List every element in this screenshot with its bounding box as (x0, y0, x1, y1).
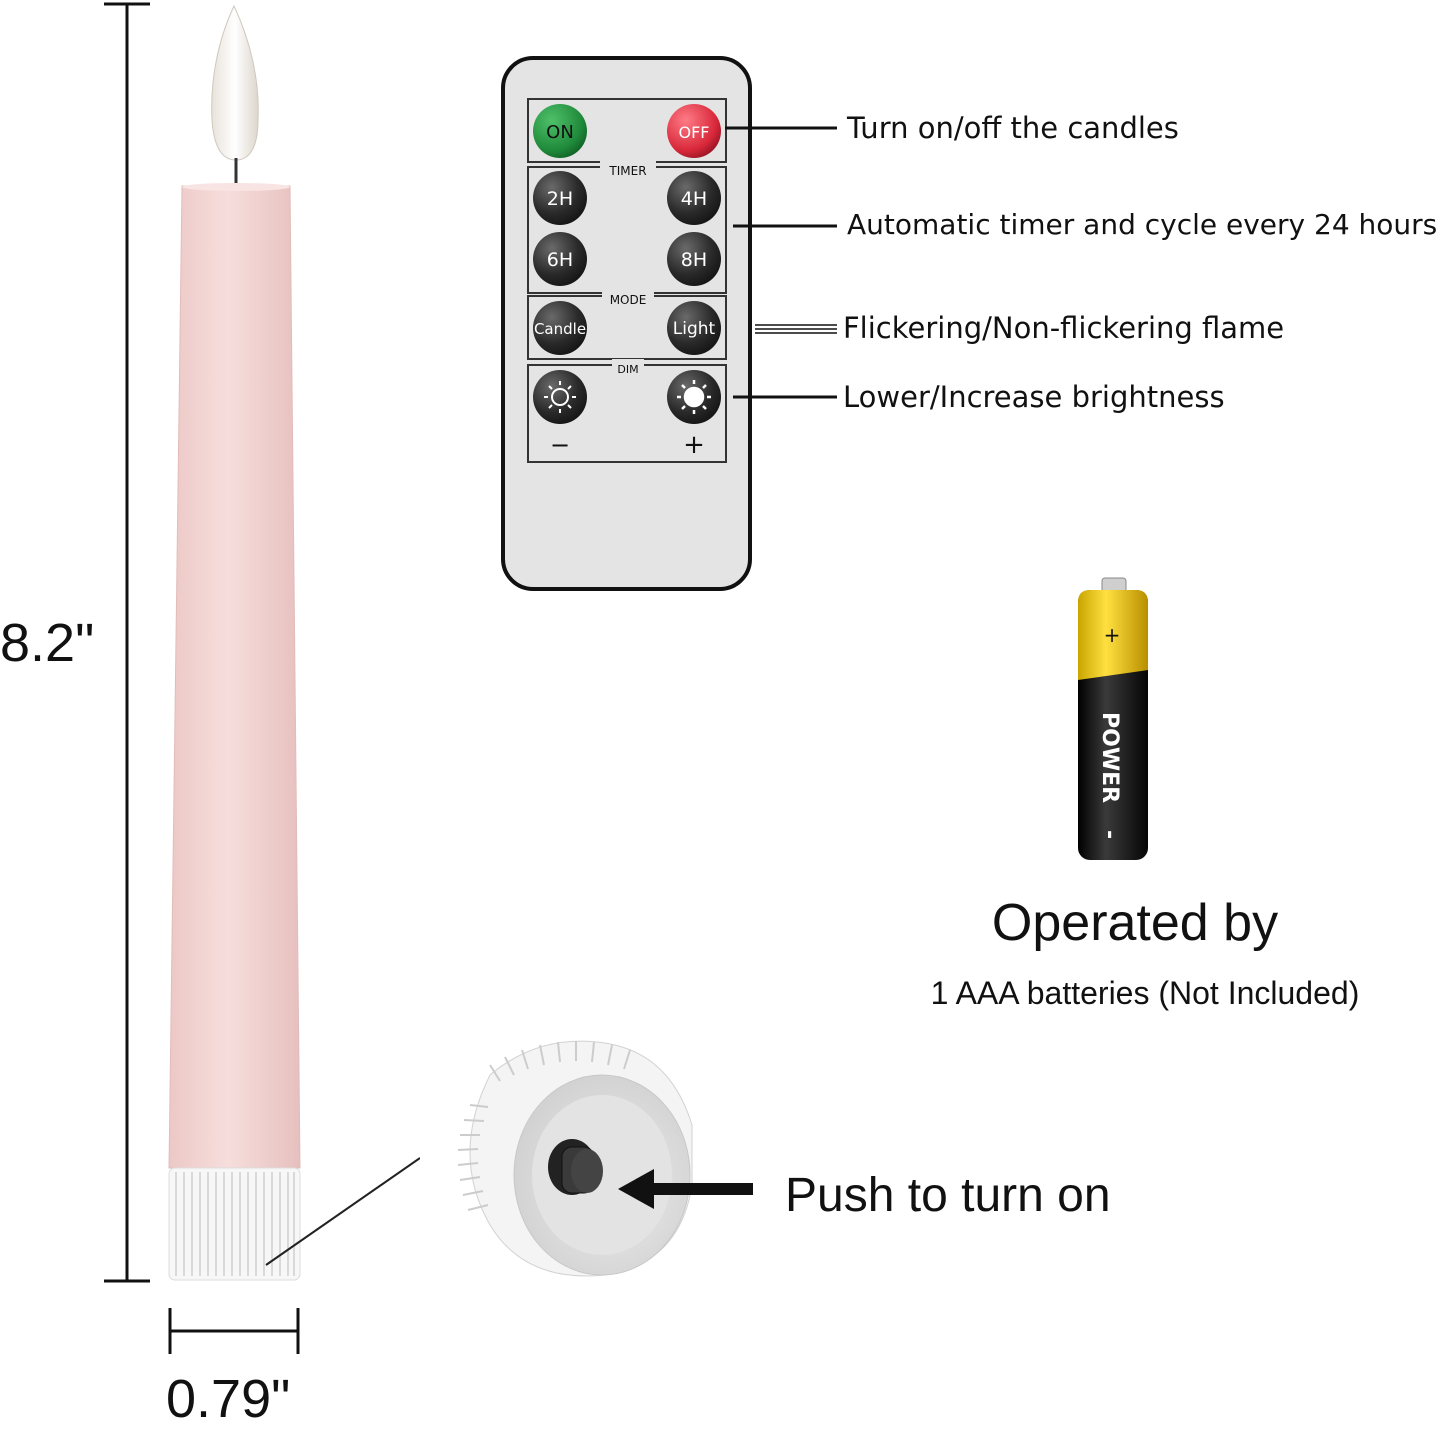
push-button[interactable] (548, 1139, 603, 1195)
svg-text:6H: 6H (547, 249, 573, 271)
battery-plus-sign: + (1104, 623, 1121, 647)
on-button-label: ON (546, 122, 574, 143)
candle-illustration (104, 2, 420, 1354)
candle-body (168, 185, 301, 1169)
height-label: 8.2" (0, 613, 95, 673)
dim-increase-button[interactable] (667, 370, 721, 424)
callout-lines (725, 126, 837, 399)
svg-text:4H: 4H (681, 188, 707, 210)
battery-brand: POWER (1097, 712, 1122, 803)
dim-lower-button[interactable] (533, 370, 587, 424)
base-cap-detail (457, 1040, 753, 1277)
mode-light-button[interactable]: Light (667, 301, 721, 355)
on-button[interactable]: ON (533, 104, 587, 158)
sun-outline-icon (544, 381, 576, 413)
flame-icon (211, 4, 259, 161)
base-pointer-line (265, 1157, 420, 1266)
off-button[interactable]: OFF (667, 104, 721, 158)
width-dimension-line (168, 1308, 300, 1354)
mode-candle-button[interactable]: Candle (533, 301, 587, 355)
aaa-battery: + POWER - (1078, 577, 1148, 860)
mode-section-label: MODE (610, 293, 647, 307)
battery-minus-sign: - (1097, 830, 1122, 839)
timer-2h-button[interactable]: 2H (533, 171, 587, 225)
off-button-label: OFF (679, 123, 710, 142)
push-to-turn-on-label: Push to turn on (785, 1169, 1111, 1222)
timer-4h-button[interactable]: 4H (667, 171, 721, 225)
timer-8h-button[interactable]: 8H (667, 232, 721, 286)
svg-text:Candle: Candle (534, 320, 586, 338)
dim-plus-sign: + (683, 430, 705, 460)
remote-control: ON OFF TIMER 2H 4H 6H 8H MODE Candle Lig… (501, 56, 752, 591)
width-label: 0.79" (166, 1369, 291, 1429)
timer-callout: Automatic timer and cycle every 24 hours (847, 208, 1438, 241)
mode-callout: Flickering/Non-flickering flame (843, 311, 1285, 345)
svg-text:2H: 2H (547, 188, 573, 210)
dim-minus-sign: − (550, 431, 570, 459)
svg-text:8H: 8H (681, 249, 707, 271)
dim-section-label: DIM (617, 363, 638, 376)
timer-6h-button[interactable]: 6H (533, 232, 587, 286)
operated-by-title: Operated by (991, 894, 1279, 952)
height-dimension-line (104, 2, 150, 1283)
dim-callout: Lower/Increase brightness (843, 380, 1225, 414)
sun-filled-icon (677, 380, 711, 414)
svg-text:Light: Light (673, 319, 716, 339)
battery-requirement: 1 AAA batteries (Not Included) (930, 975, 1360, 1011)
power-callout: Turn on/off the candles (847, 111, 1179, 145)
timer-section-label: TIMER (608, 164, 646, 178)
arrow-left-icon (618, 1169, 753, 1209)
candle-base (168, 1167, 301, 1281)
